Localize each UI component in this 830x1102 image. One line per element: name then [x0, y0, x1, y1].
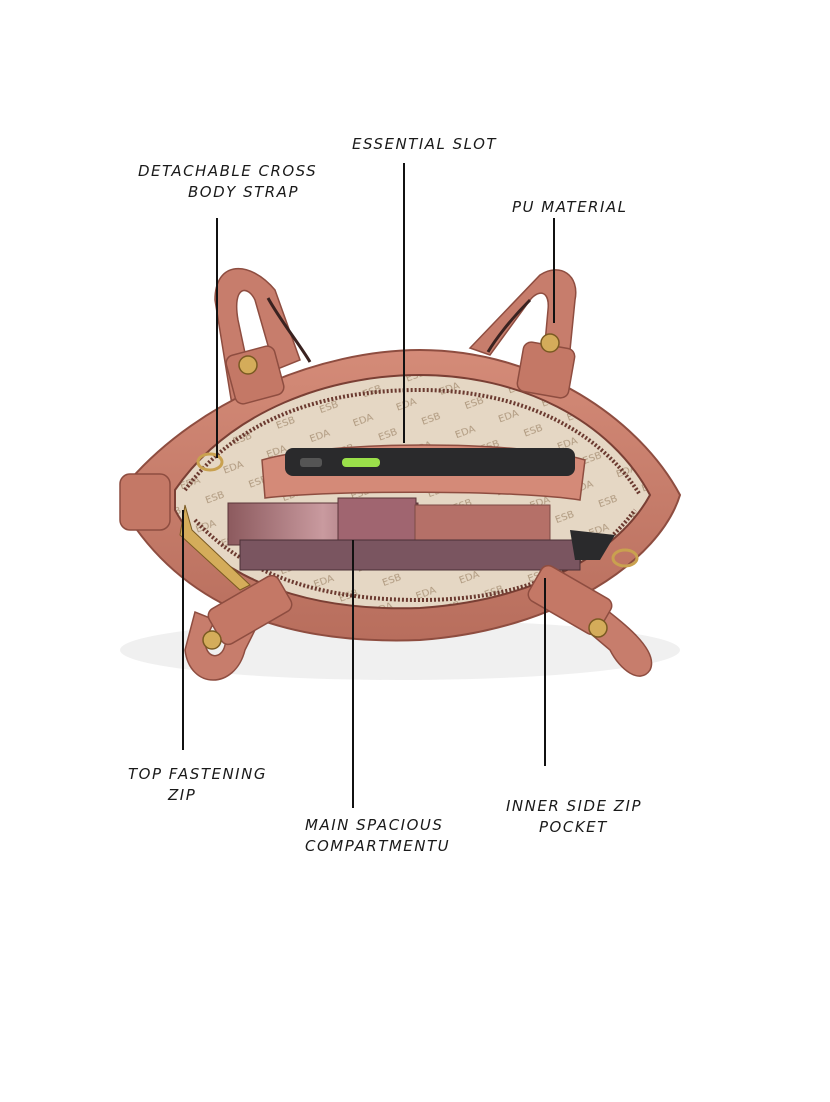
crossbody-strap-label: DETACHABLE CROSS BODY STRAP [138, 161, 317, 203]
crossbody-strap-line2: BODY STRAP [188, 183, 299, 201]
leader-inner-pocket [544, 578, 546, 766]
inner-pocket-line1: INNER SIDE ZIP [506, 797, 643, 815]
leader-main-compartment [352, 540, 354, 808]
inner-pocket-label: INNER SIDE ZIP POCKET [506, 796, 642, 838]
leader-top-zip [182, 510, 184, 750]
pu-material-label: PU MATERIAL [512, 197, 628, 218]
main-compartment-line2: COMPARTMENTU [305, 837, 451, 855]
essential-slot-text: ESSENTIAL SLOT [352, 135, 498, 153]
essential-slot-label: ESSENTIAL SLOT [352, 134, 497, 155]
leader-pu-material [553, 218, 555, 323]
top-zip-line2: ZIP [168, 786, 197, 804]
inner-pocket-line2: POCKET [539, 818, 608, 836]
pu-material-text: PU MATERIAL [512, 198, 628, 216]
main-compartment-line1: MAIN SPACIOUS [305, 816, 444, 834]
crossbody-strap-line1: DETACHABLE CROSS [138, 162, 318, 180]
main-compartment-label: MAIN SPACIOUS COMPARTMENTU [305, 815, 450, 857]
leader-essential-slot [403, 163, 405, 443]
top-zip-label: TOP FASTENING ZIP [128, 764, 267, 806]
top-zip-line1: TOP FASTENING [128, 765, 267, 783]
leader-crossbody-strap [216, 218, 218, 458]
